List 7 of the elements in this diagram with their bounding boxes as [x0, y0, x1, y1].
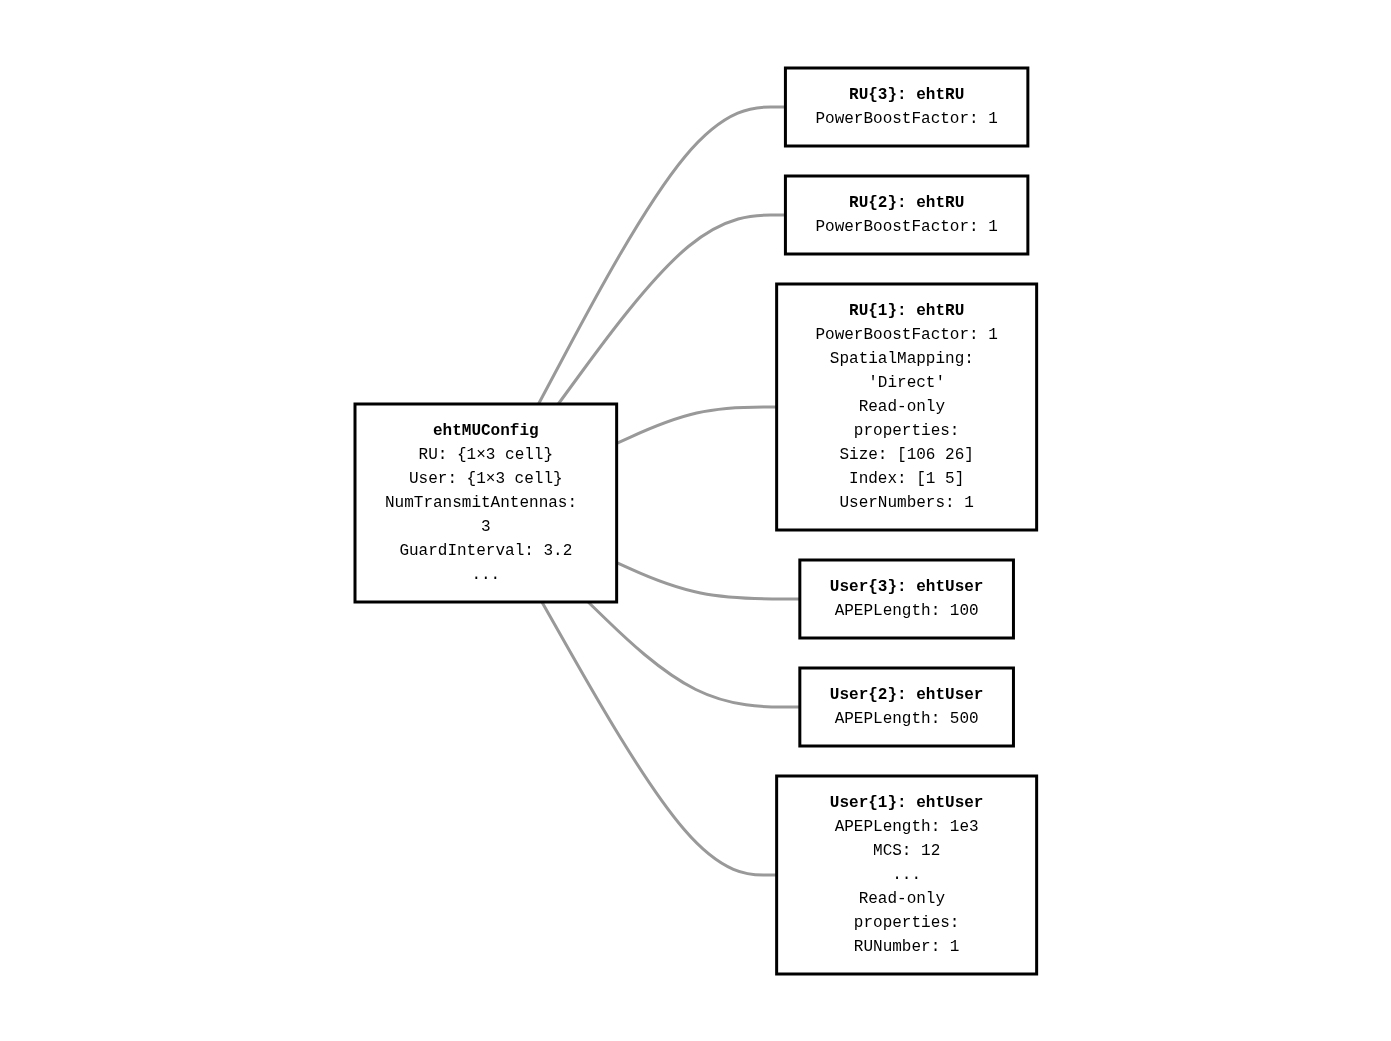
node-box: RU{1}: ehtRU PowerBoostFactor: 1 SpatialMapping: 'Direct' Read-only properties: Size: [106 26] Index: [1 5] UserNumbers: 1: [774, 282, 1038, 531]
node-box: User{1}: ehtUser APEPLength: 1e3 MCS: 12 ... Read-only properties: RUNumber: 1: [774, 774, 1038, 975]
node-box: RU{3}: ehtRU PowerBoostFactor: 1: [783, 66, 1030, 147]
node-box: RU{2}: ehtRU PowerBoostFactor: 1: [783, 174, 1030, 255]
node-box: ehtMUConfig RU: {1×3 cell} User: {1×3 cell} NumTransmitAntennas: 3 GuardInterval: 3.2 ...: [353, 402, 618, 603]
node-box: User{2}: ehtUser APEPLength: 500: [798, 666, 1015, 747]
node-box: User{3}: ehtUser APEPLength: 100: [798, 558, 1015, 639]
